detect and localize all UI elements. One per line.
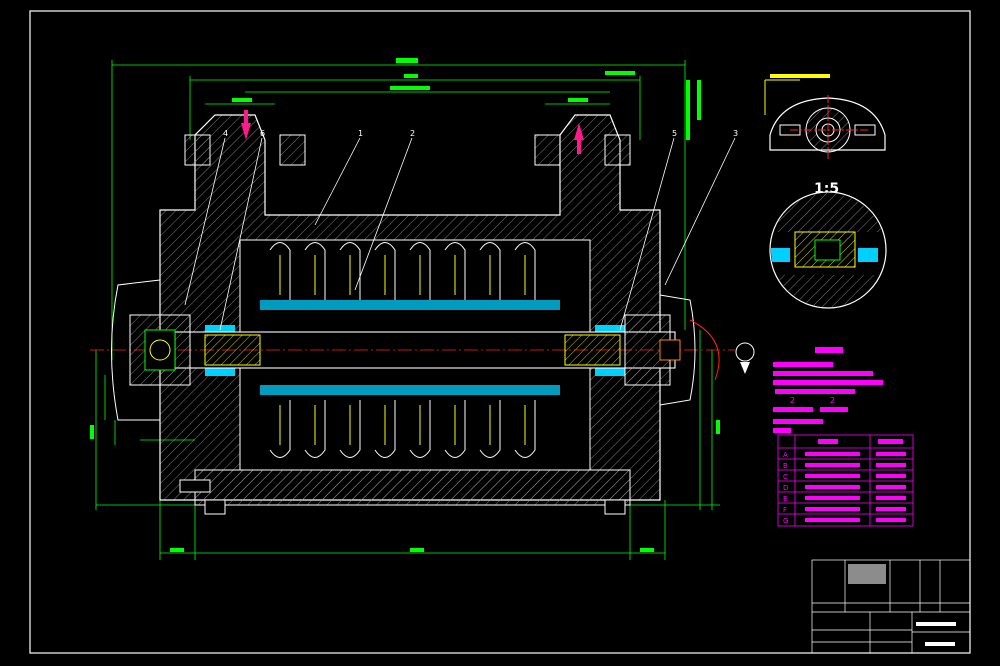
balloon-1: 1 — [358, 129, 363, 138]
left-bearing-housing — [111, 279, 191, 421]
row-key-f: F — [783, 506, 787, 514]
pump-casing — [159, 114, 661, 515]
balloon-6: 6 — [260, 129, 265, 138]
detail-callout — [735, 342, 755, 374]
detail-label-1: 2 — [790, 396, 795, 405]
row-key-e: E — [783, 495, 787, 503]
vertical-annotation — [686, 80, 701, 140]
balloon-2: 2 — [410, 129, 415, 138]
part-leaders — [184, 137, 736, 331]
row-key-d: D — [783, 484, 788, 492]
clearance-table — [777, 434, 914, 527]
clearance-table-fill — [805, 439, 906, 522]
detail-view-section — [764, 74, 886, 160]
row-key-g: G — [783, 517, 788, 525]
balloon-4: 4 — [223, 129, 228, 138]
impeller-stages-bottom — [269, 400, 536, 458]
dimension-lines-top — [111, 58, 686, 360]
part-balloon-labels: 4 6 1 2 5 3 — [223, 129, 738, 138]
technical-notes: 2 2 — [773, 347, 883, 433]
title-block — [811, 559, 971, 654]
impeller-stages-top — [269, 242, 536, 300]
row-key-b: B — [783, 462, 788, 470]
row-key-a: A — [783, 451, 788, 459]
drawing-frame — [29, 10, 971, 654]
balloon-3: 3 — [733, 129, 738, 138]
enlarged-detail-circle — [769, 191, 887, 309]
detail-label-2: 2 — [830, 396, 835, 405]
clearance-table-keys: A B C D E F G — [783, 451, 788, 525]
right-bearing-housing — [624, 294, 720, 406]
row-key-c: C — [783, 473, 788, 481]
flow-arrows — [241, 110, 584, 154]
balloon-5: 5 — [672, 129, 677, 138]
